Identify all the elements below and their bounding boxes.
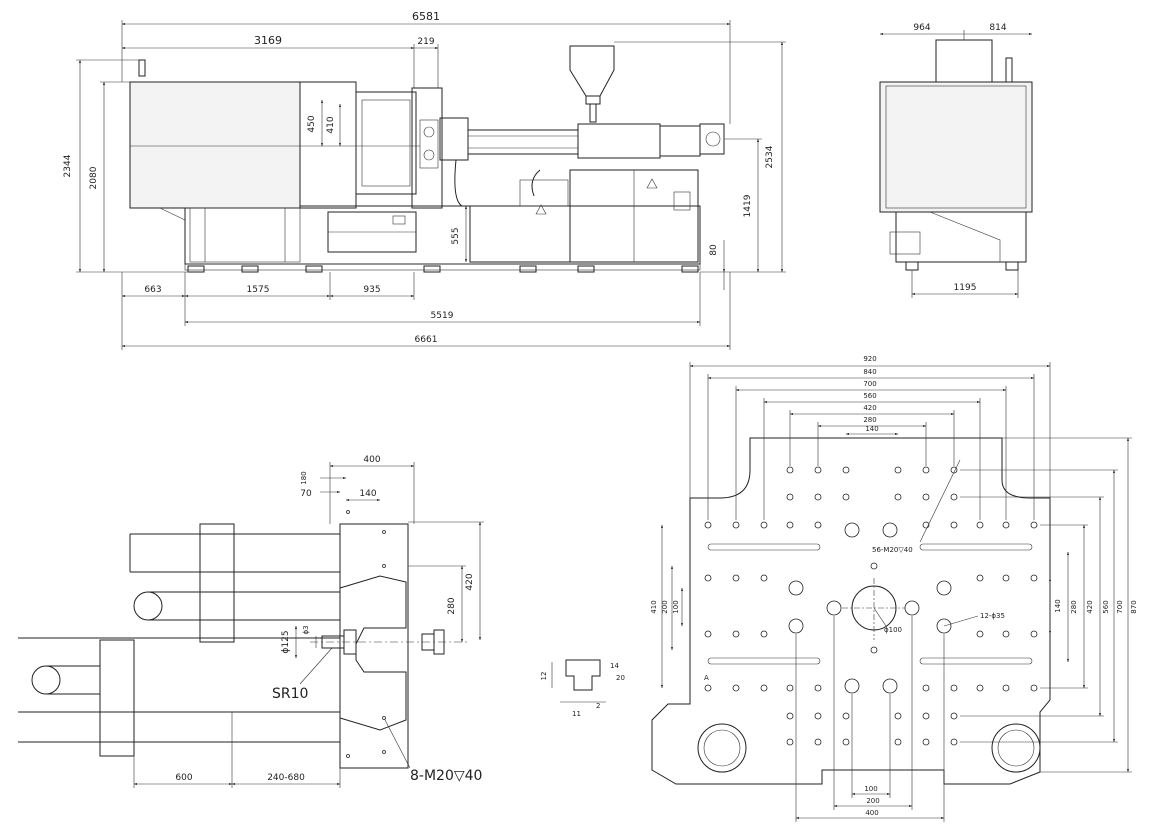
platen-slots [707,543,1033,665]
hopper [569,45,615,97]
dim-1419: 1419 [743,194,753,217]
dim-6581: 6581 [412,10,440,23]
dim-2344: 2344 [63,154,73,177]
right-dim-280: 280 [1070,600,1078,613]
right-dim-870: 870 [1130,600,1138,613]
top-dim-140: 140 [865,425,878,433]
dim-80: 80 [709,244,719,256]
slot-h: 20 [616,674,625,682]
top-dim-920: 920 [863,355,876,363]
slot-b: 2 [596,702,600,710]
dim-935: 935 [363,285,380,295]
slot-w: 12 [540,672,548,681]
t-slot-detail: 12 14 20 11 2 [540,659,625,718]
dim-6661: 6661 [415,335,438,345]
right-dim-420: 420 [1086,600,1094,613]
platen-right-dims: 140 280 420 560 700 870 [960,437,1138,773]
slot-a: 11 [572,710,581,718]
dim-964: 964 [913,23,930,33]
label-bolt-note: 8-M20▽40 [410,768,482,784]
fixed-platen [339,523,409,769]
right-dim-140: 140 [1054,599,1062,612]
top-dim-420: 420 [863,404,876,412]
dim-240-680: 240-680 [267,773,305,783]
top-dim-700: 700 [863,380,876,388]
dim-420: 420 [465,573,475,590]
hatched-section [339,575,407,731]
end-view-guard [879,81,1033,213]
dim-555: 555 [451,227,461,244]
bolt-markers [346,510,386,758]
dim-5519: 5519 [431,311,454,321]
bottom-dim-200: 200 [866,797,879,805]
top-dim-280: 280 [863,416,876,424]
platen-top-dims: 920 840 700 560 420 280 140 [689,355,1051,520]
dim-663: 663 [144,285,161,295]
left-dim-100: 100 [672,600,680,613]
dim-450: 450 [307,115,317,132]
dim-dia125: ϕ125 [281,630,291,653]
note-tapped: 56-M20▽40 [872,546,913,554]
dim-1575: 1575 [247,285,270,295]
dim-140: 140 [359,489,376,499]
dim-2534: 2534 [765,145,775,168]
dim-280: 280 [447,597,457,614]
platen-left-dims: 410 200 100 A [650,524,709,689]
dim-180: 180 [300,471,308,484]
right-dim-560: 560 [1102,600,1110,613]
dim-70: 70 [300,489,312,499]
side-dimensions: 6581 3169 219 2344 2080 450 410 2534 [63,10,786,350]
mold-section: 400 180 70 140 420 280 ϕ125 ϕ3 SR10 8-M2… [18,455,484,788]
left-dim-410: 410 [650,600,658,613]
electric-cabinet [469,205,571,263]
dim-2080: 2080 [89,166,99,189]
dim-410: 410 [326,116,336,133]
bottom-dim-100: 100 [864,785,877,793]
note-holes: 12-ϕ35 [980,612,1005,620]
top-dim-560: 560 [863,392,876,400]
platen-front-view: 920 840 700 560 420 280 140 [650,355,1138,822]
dim-400: 400 [363,455,380,465]
side-elevation: 6581 3169 219 2344 2080 450 410 2534 [63,10,786,350]
clamp-guard [129,81,301,209]
bottom-dim-400: 400 [865,809,878,817]
label-a: A [704,674,709,682]
dim-219: 219 [417,37,434,47]
right-dim-700: 700 [1116,600,1124,613]
center-hole-label: ϕ100 [884,626,902,634]
dim-3169: 3169 [254,34,282,47]
dim-dia3: ϕ3 [302,625,310,634]
top-dim-840: 840 [863,368,876,376]
slot-hole: 14 [610,662,619,670]
platen-section [199,523,235,643]
label-sr10: SR10 [272,686,308,702]
platen-bottom-dims: 100 200 400 [795,616,945,822]
dim-1195: 1195 [954,283,977,293]
dim-600: 600 [175,773,192,783]
platen-outline [651,437,1051,785]
tapped-holes [704,466,1038,746]
end-view: 964 814 1195 [879,23,1033,298]
dim-814: 814 [989,23,1006,33]
machine-feet [187,265,699,273]
machine-base [184,205,701,265]
left-dim-200: 200 [661,600,669,613]
